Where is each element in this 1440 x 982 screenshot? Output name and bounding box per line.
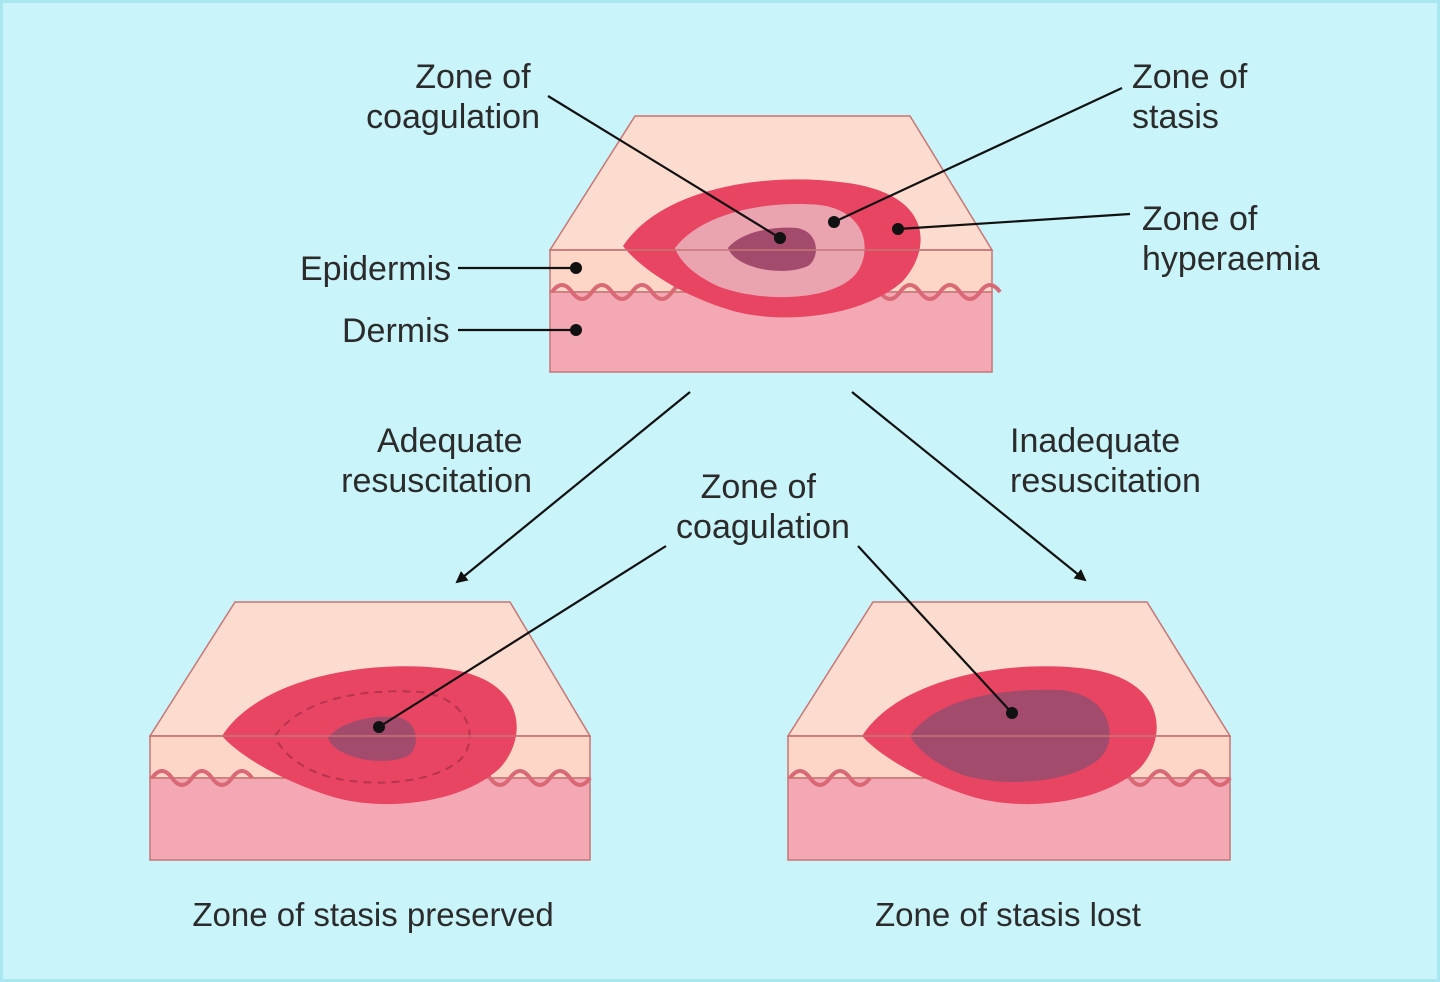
label-dermis: Dermis (342, 312, 450, 350)
label-adequate-line2: resuscitation (341, 462, 532, 500)
left-zone-stasis-preserved-outline (273, 690, 471, 784)
dot-top-stasis (828, 216, 840, 228)
label-top-stasis-line2: stasis (1132, 98, 1219, 136)
label-top-hyperaemia-line2: hyperaemia (1142, 240, 1320, 278)
label-inadequate-line1: Inadequate (1010, 422, 1180, 460)
dot-top-coagulation (774, 232, 786, 244)
label-top-hyperaemia-line1: Zone of (1142, 200, 1258, 238)
arrow-adequate (455, 391, 691, 584)
dot-dermis (570, 324, 582, 336)
leader-bottom-left-coagulation (378, 545, 667, 728)
label-top-coagulation: Zone of coagulation (366, 58, 540, 136)
label-top-coagulation-line2: coagulation (366, 98, 540, 136)
dot-bottom-left-coagulation (373, 721, 385, 733)
left-zone-coagulation (328, 716, 416, 761)
label-top-stasis: Zone of stasis (1132, 58, 1257, 136)
label-inadequate-resuscitation: Inadequate resuscitation (1010, 422, 1201, 500)
leader-top-hyperaemia (897, 212, 1131, 231)
label-top-hyperaemia: Zone of hyperaemia (1142, 200, 1320, 278)
top-skin-block (548, 115, 1002, 373)
label-epidermis: Epidermis (300, 250, 451, 288)
label-top-stasis-line1: Zone of (1132, 58, 1248, 96)
caption-stasis-lost: Zone of stasis lost (875, 896, 1141, 933)
label-bottom-coagulation: Zone of coagulation (676, 468, 850, 546)
label-bottom-coagulation-line2: coagulation (676, 508, 850, 546)
dot-bottom-right-coagulation (1006, 707, 1018, 719)
dot-epidermis (570, 262, 582, 274)
leader-top-coagulation (547, 95, 781, 239)
dot-top-hyperaemia (892, 223, 904, 235)
label-adequate-line1: Adequate (377, 422, 523, 460)
label-top-coagulation-line1: Zone of (415, 58, 531, 96)
right-dermal-papillae (788, 769, 1232, 787)
leader-top-stasis (833, 87, 1123, 223)
left-skin-block (148, 601, 592, 861)
leader-bottom-right-coagulation (857, 545, 1013, 714)
label-adequate-resuscitation: Adequate resuscitation (341, 422, 532, 500)
right-skin-block (786, 601, 1232, 861)
caption-stasis-preserved: Zone of stasis preserved (192, 896, 553, 933)
arrow-inadequate (851, 391, 1087, 582)
left-dermal-papillae (150, 769, 592, 787)
label-bottom-coagulation-line1: Zone of (701, 468, 817, 506)
label-inadequate-line2: resuscitation (1010, 462, 1201, 500)
